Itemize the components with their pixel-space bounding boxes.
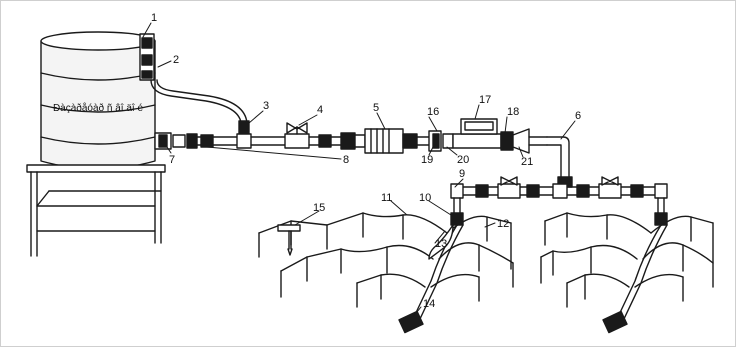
callout-15: 15 [313,202,325,214]
level-gauge [139,33,155,81]
leader-lines [142,22,576,318]
callout-7: 7 [169,154,175,166]
t-key-tool [277,224,301,256]
callout-11: 11 [381,192,392,204]
callout-6: 6 [575,110,581,122]
callout-13: 13 [435,238,447,250]
callout-16: 16 [427,106,439,118]
distribution-manifold [450,176,668,226]
callout-9: 9 [459,168,465,180]
main-pipeline [154,118,573,188]
callout-18: 18 [507,106,519,118]
overflow-hose [150,79,250,136]
callout-2: 2 [173,54,179,66]
right-dripper-cluster [540,212,714,334]
callout-20: 20 [457,154,469,166]
callout-17: 17 [479,94,491,106]
callout-4: 4 [317,104,323,116]
left-dripper-cluster [258,212,514,334]
water-tank: Ðàçàðåóàð ñ âî äî é [40,31,156,170]
callout-8: 8 [343,154,349,166]
tank-label: Ðàçàðåóàð ñ âî äî é [53,102,144,114]
callout-3: 3 [263,100,269,112]
callout-12: 12 [497,218,509,230]
callout-1: 1 [151,12,157,24]
callout-10: 10 [419,192,431,204]
callout-numbers: 1 2 3 4 5 6 7 8 9 10 11 12 13 14 15 16 1… [151,12,581,310]
callout-21: 21 [521,156,533,168]
callout-5: 5 [373,102,379,114]
callout-14: 14 [423,298,435,310]
callout-19: 19 [421,154,433,166]
tank-stand [26,164,166,257]
